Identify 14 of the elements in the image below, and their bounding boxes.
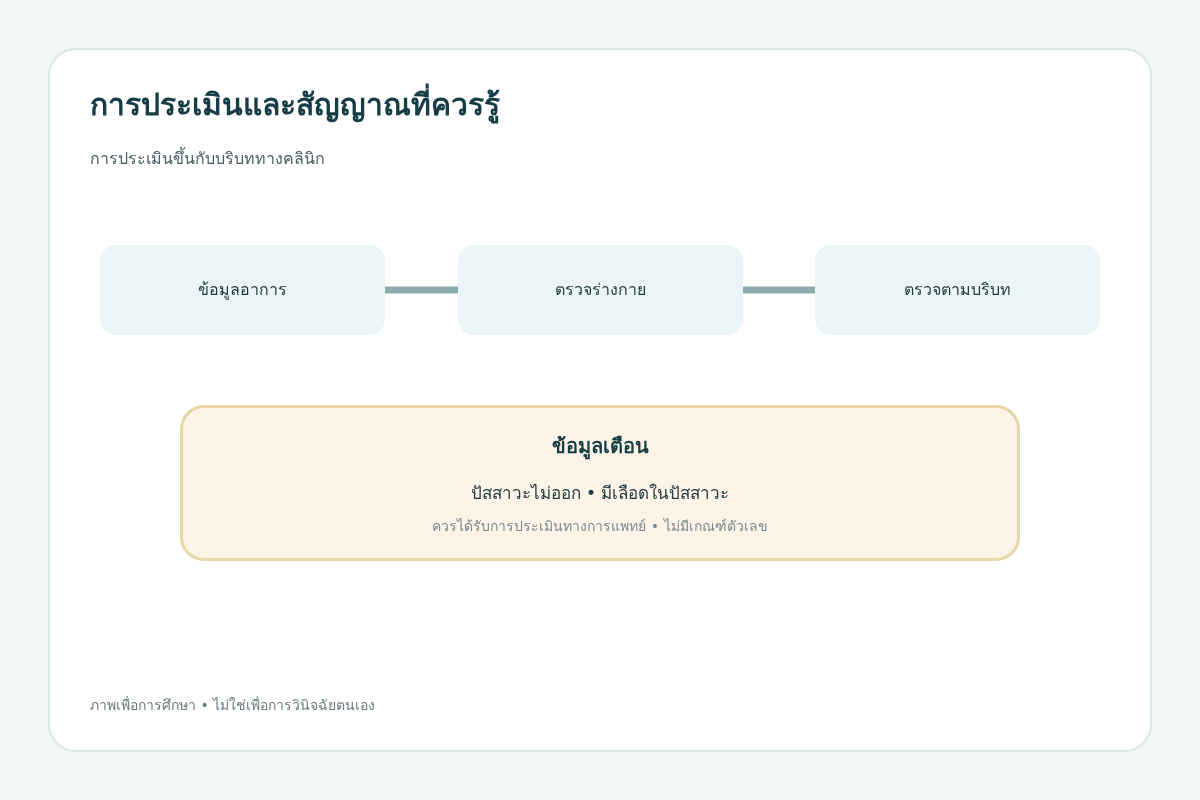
- panel-note: ควรได้รับการประเมินทางการแพทย์ • ไม่มีเกณฑ์ตัวเลข: [432, 518, 768, 536]
- step-box: [100, 245, 385, 335]
- subtitle: การประเมินขึ้นกับบริบททางคลินิก: [90, 149, 325, 169]
- connector-line: [385, 286, 458, 294]
- step-box: [458, 245, 743, 335]
- warning-panel: [180, 405, 1020, 561]
- step-label: ตรวจตามบริบท: [904, 280, 1011, 300]
- warning-signs-text: ปัสสาวะไม่ออก • มีเลือดในปัสสาวะ: [470, 483, 730, 505]
- step-box: [815, 245, 1100, 335]
- panel-heading: ข้อมูลเตือน: [551, 434, 649, 459]
- step-label: ตรวจร่างกาย: [555, 280, 646, 300]
- footer-note: ภาพเพื่อการศึกษา • ไม่ใช่เพื่อการวินิจฉัยตนเอง: [90, 697, 376, 715]
- connector-line: [743, 286, 815, 294]
- step-label: ข้อมูลอาการ: [198, 280, 287, 300]
